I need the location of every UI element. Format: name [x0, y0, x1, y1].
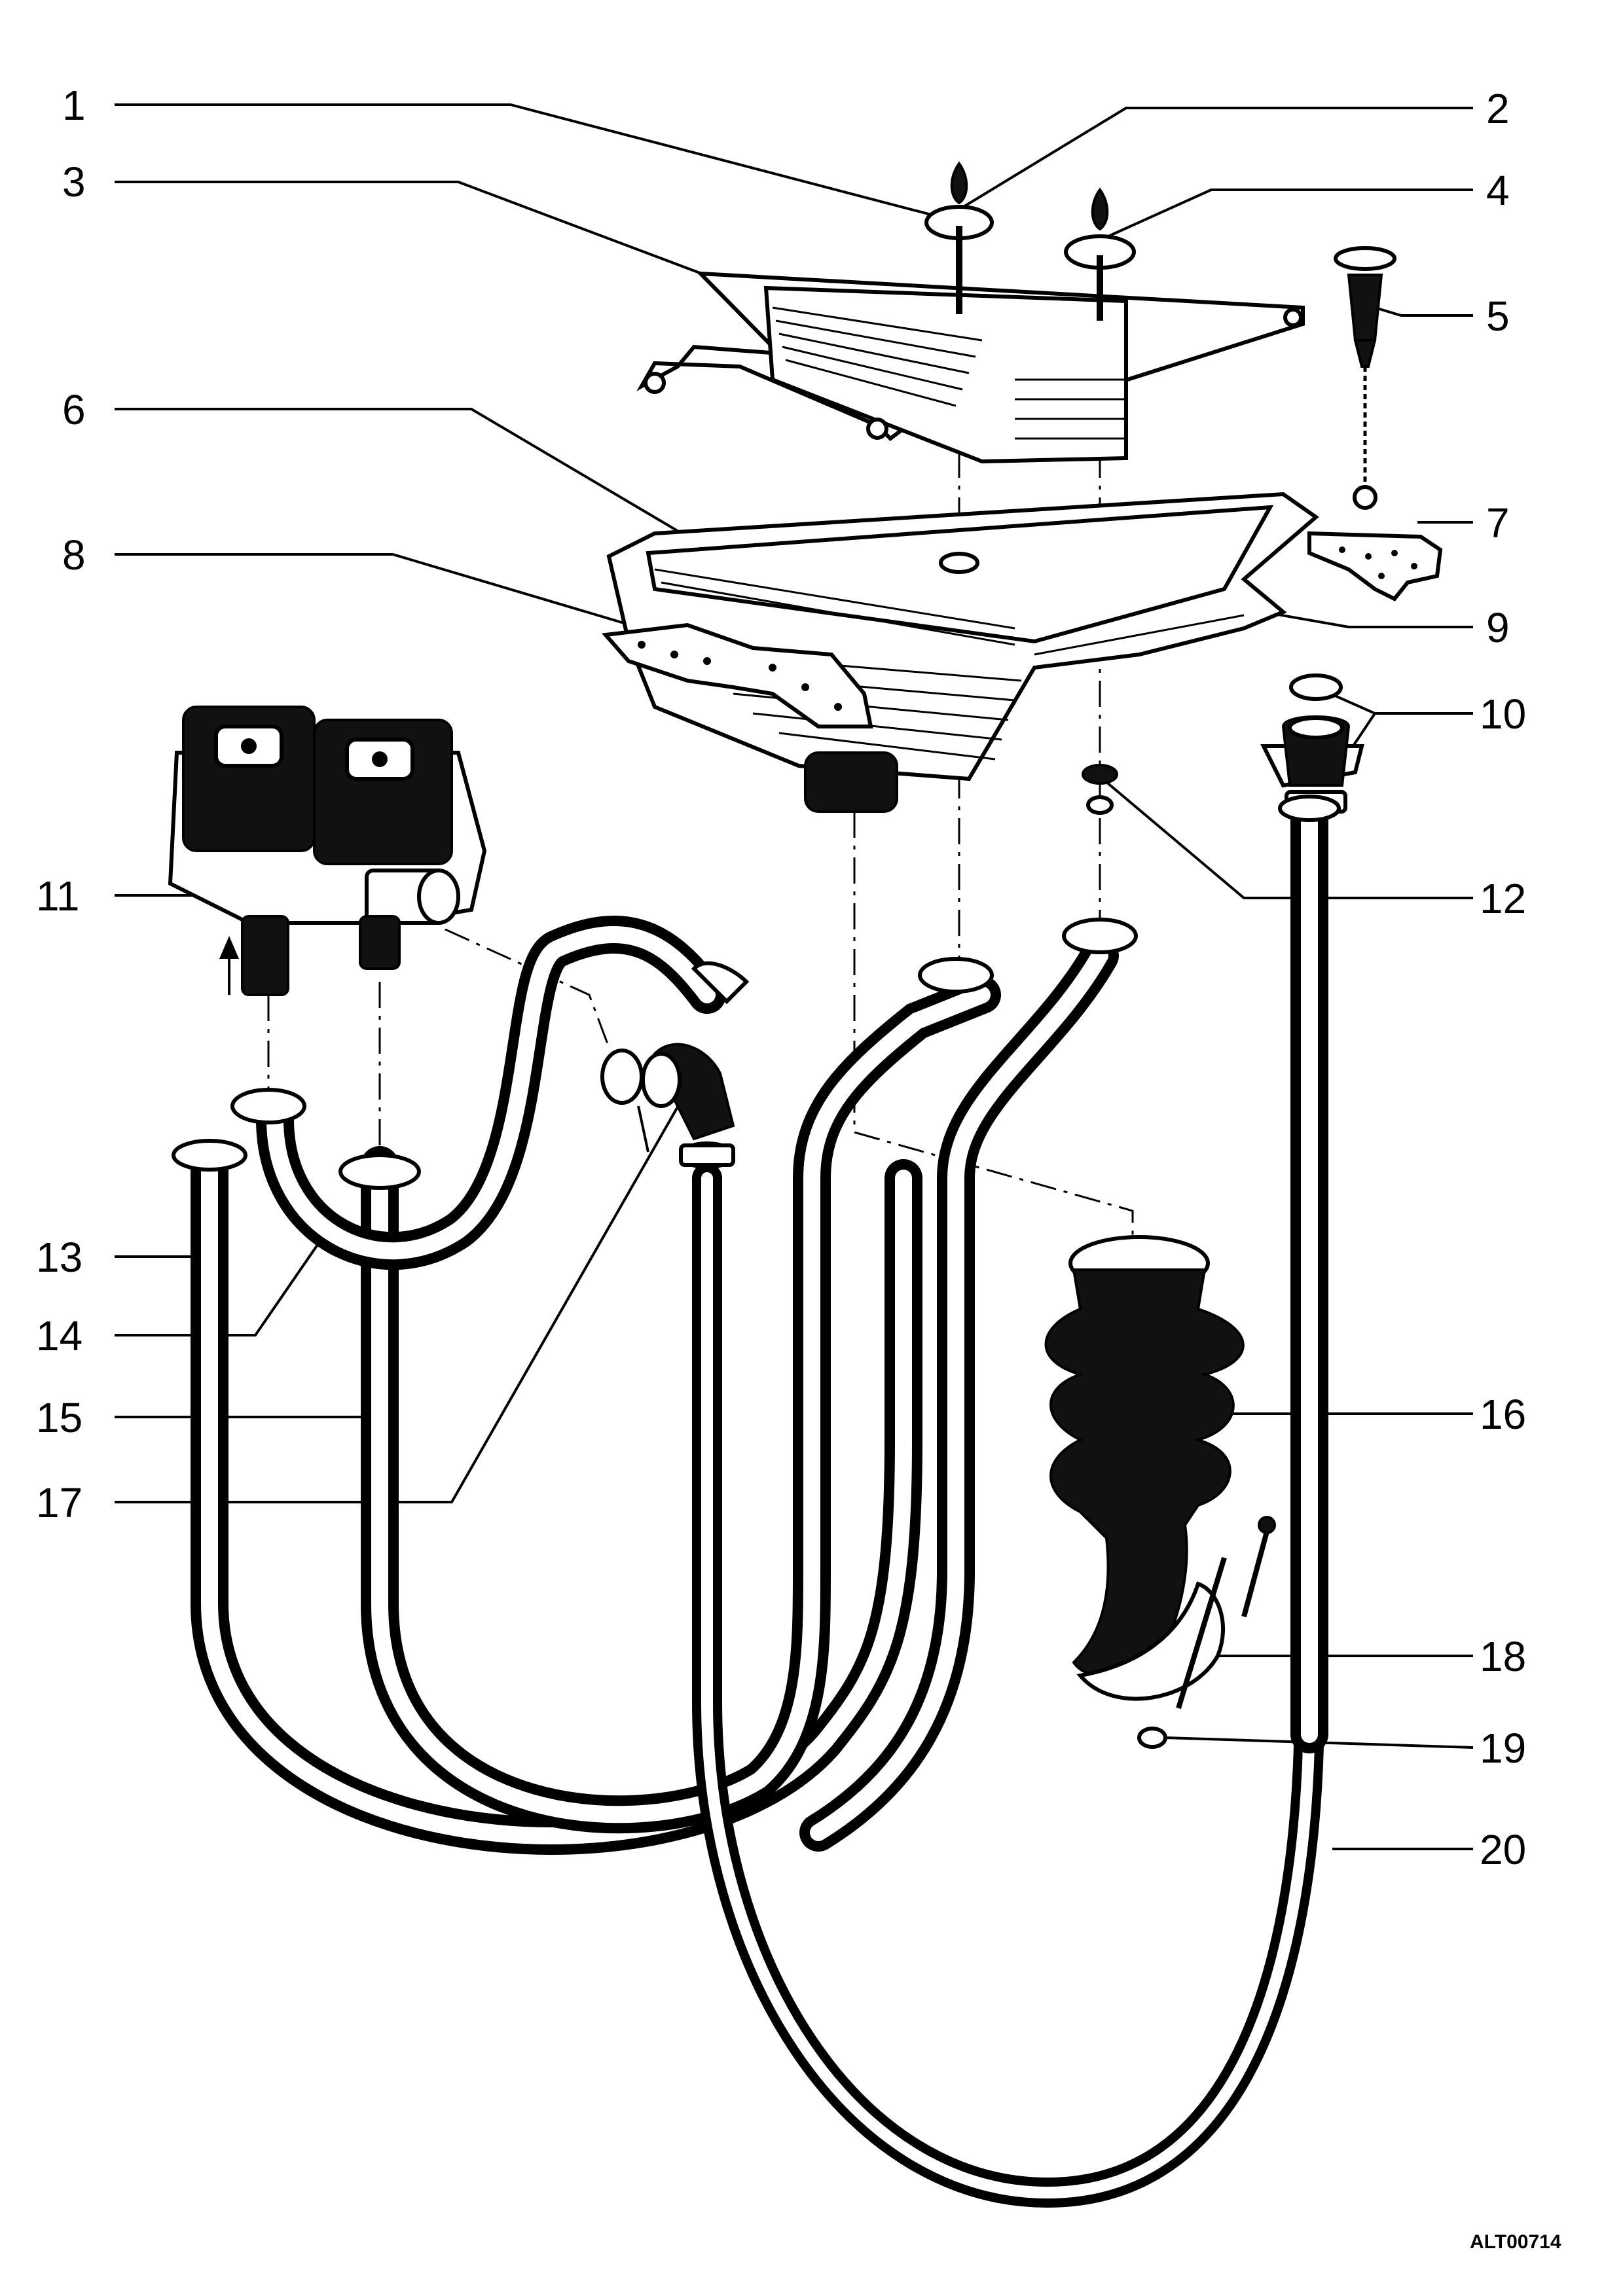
callout-6: 6 [62, 386, 86, 433]
callout-4: 4 [1486, 167, 1510, 214]
callout-3: 3 [62, 158, 86, 206]
dispenser-drawer [636, 271, 1305, 464]
leader-14 [115, 1229, 329, 1336]
solenoid-valve [168, 706, 487, 996]
foam-pad-7 [1307, 531, 1443, 601]
callout-8: 8 [62, 531, 86, 579]
callout-17: 17 [36, 1479, 82, 1526]
mounting-hole [866, 418, 888, 440]
callout-11: 11 [36, 872, 79, 920]
callout-14: 14 [36, 1312, 82, 1359]
leader-8 [115, 553, 642, 630]
leader-6 [115, 408, 689, 538]
inlet-connector [1260, 673, 1364, 814]
hose-loop [701, 1172, 1315, 2199]
foam-pad-8 [601, 622, 873, 728]
callout-numbers: 1 2 3 4 5 6 7 8 9 10 11 12 13 14 15 16 1… [36, 82, 1526, 1873]
callout-7: 7 [1486, 499, 1510, 547]
callout-1: 1 [62, 82, 86, 129]
fixing-pin-2 [924, 161, 994, 314]
leader-3 [115, 181, 740, 289]
fixing-pin-4 [1064, 187, 1136, 321]
elbow-connector [600, 961, 750, 1167]
leader-1 [115, 103, 937, 217]
drawer-body [763, 285, 1128, 464]
sump-bellows [1044, 1235, 1276, 1749]
mounting-hole [644, 372, 666, 394]
hose-14 [266, 926, 716, 1260]
tray-outlet [804, 751, 898, 813]
leader-4 [1109, 188, 1473, 237]
plug-with-chain [1334, 246, 1396, 510]
callout-16: 16 [1480, 1391, 1526, 1438]
callout-12: 12 [1480, 875, 1526, 922]
callout-5: 5 [1486, 293, 1510, 340]
axis-line [445, 928, 610, 1048]
callout-9: 9 [1486, 604, 1510, 651]
hose-15 [371, 986, 991, 1823]
callout-10: 10 [1480, 691, 1526, 738]
hose-tray-outlet [810, 947, 1108, 1841]
leader-12 [1105, 781, 1473, 899]
callout-20: 20 [1480, 1826, 1526, 1873]
callout-18: 18 [1480, 1633, 1526, 1680]
axis-line [853, 812, 1134, 1244]
washer-and-nut [1082, 764, 1118, 815]
document-code: ALT00714 [1470, 2231, 1561, 2253]
callout-19: 19 [1480, 1725, 1526, 1772]
hoses [191, 799, 1328, 2208]
mounting-hole [1283, 308, 1303, 327]
callout-15: 15 [36, 1394, 82, 1441]
callout-13: 13 [36, 1234, 82, 1281]
callout-2: 2 [1486, 85, 1510, 132]
drawer-grille [772, 306, 1126, 440]
leader-17b [637, 1105, 649, 1153]
leader-2 [958, 107, 1473, 211]
leader-5 [1374, 306, 1473, 317]
